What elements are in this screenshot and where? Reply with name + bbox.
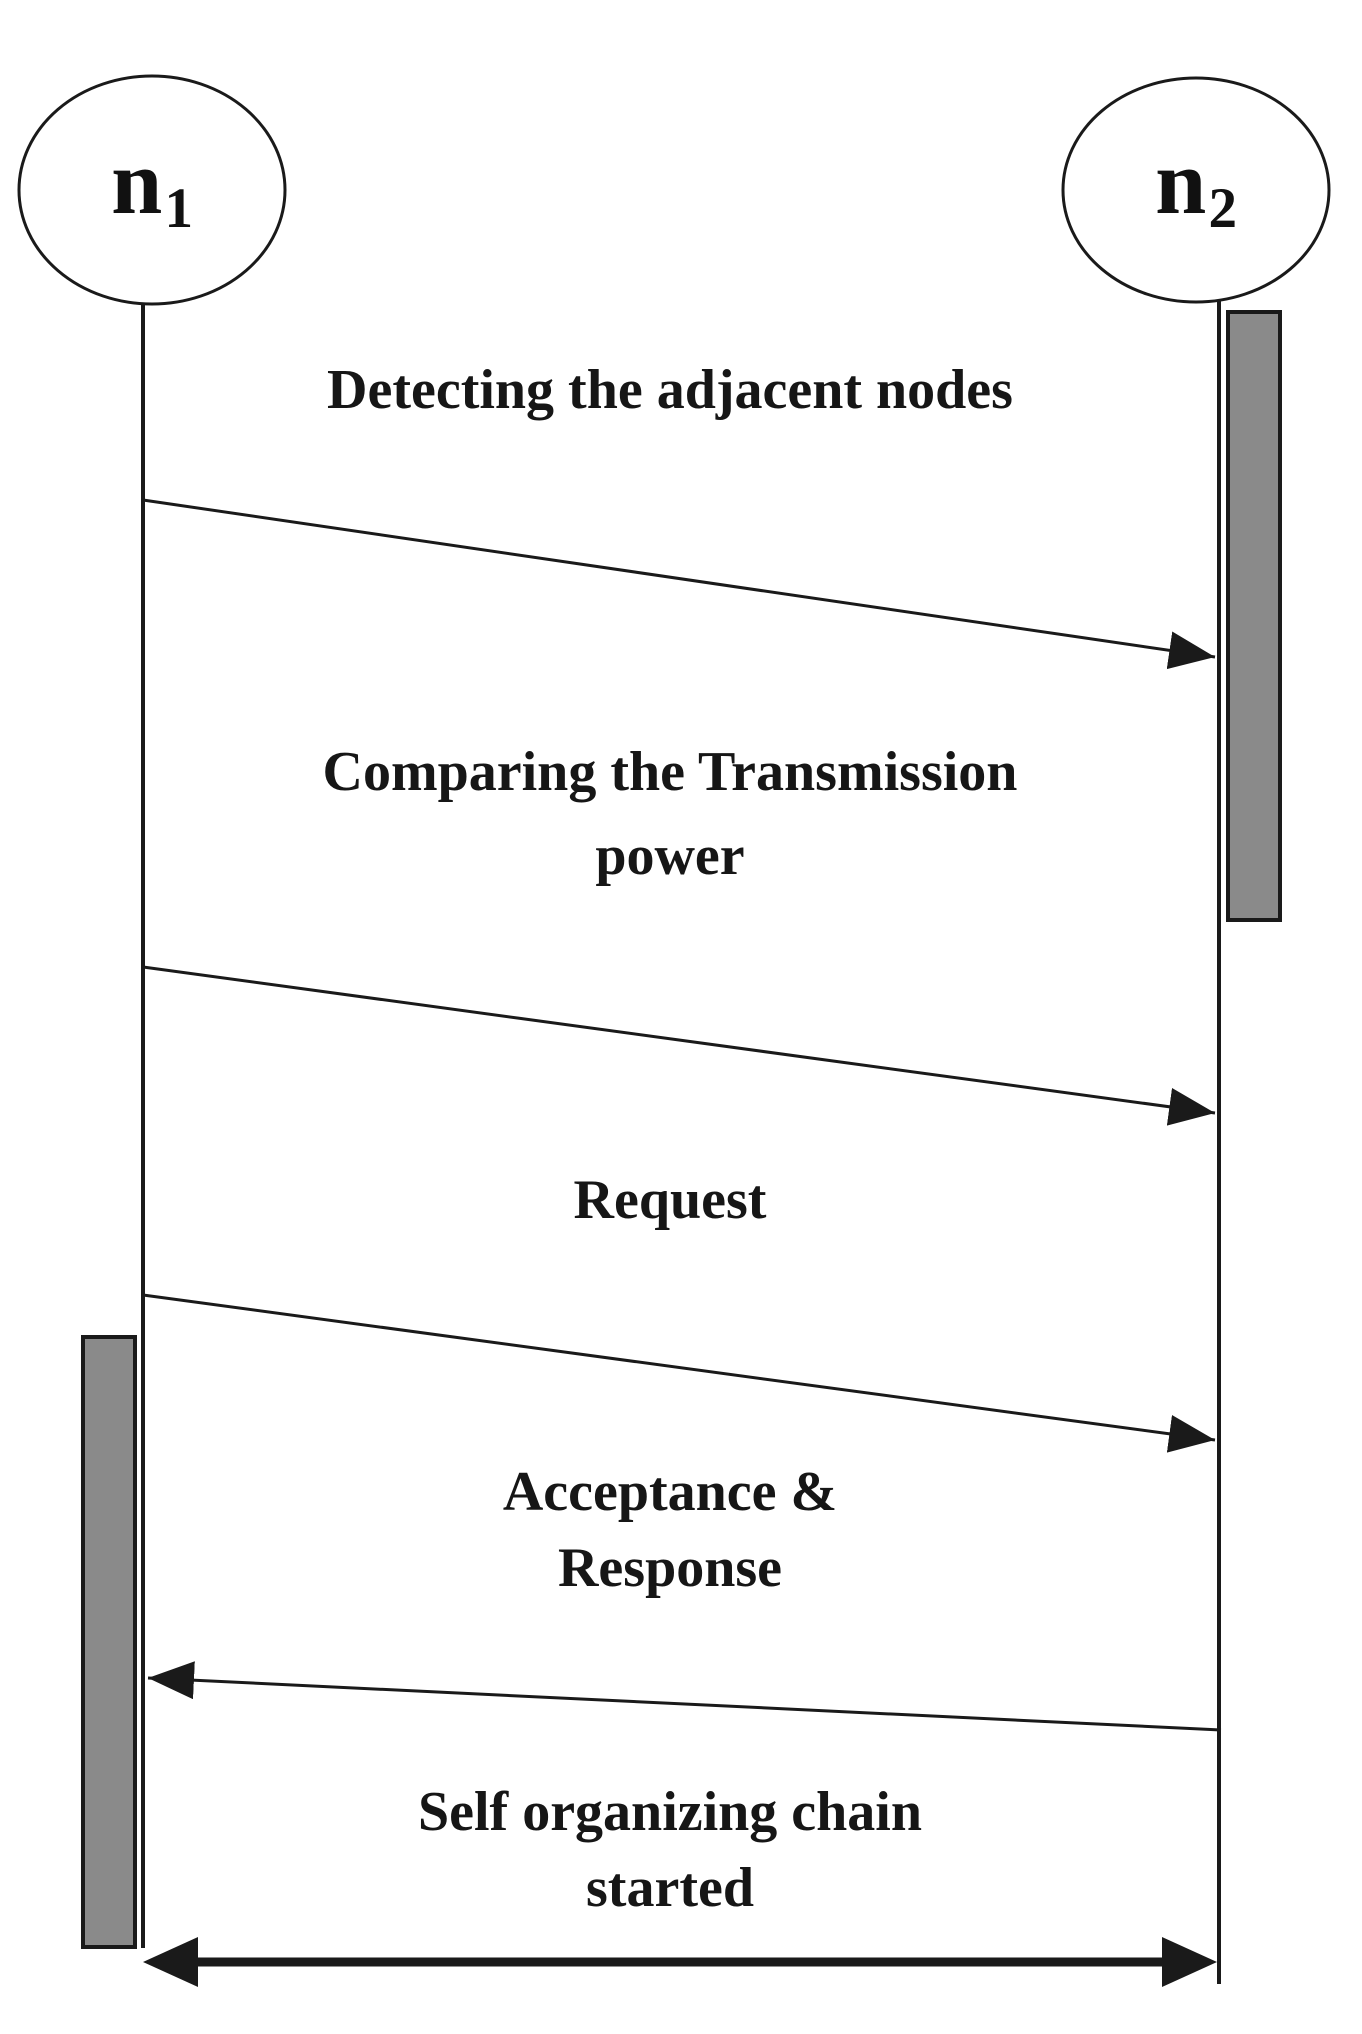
node-subscript: 2 [1208,176,1238,240]
node-base: n [1155,131,1208,233]
label-line: started [586,1856,754,1919]
activation-bar-n2 [1226,310,1282,922]
label-line: Acceptance & [502,1461,838,1523]
message-label-request: Request [150,1158,1190,1242]
message-label-self-organizing: Self organizing chain started [150,1775,1190,1926]
message-arrow-detecting-nodes [142,498,1216,670]
node-subscript: 1 [164,176,194,240]
arrowhead-left-icon [143,1937,198,1987]
message-arrow-acceptance-response [147,1661,1222,1732]
label-line: Detecting the adjacent nodes [327,359,1013,421]
message-label-comparing-power: Comparing the Transmission power [150,730,1190,898]
node-n2-ellipse [1061,76,1331,304]
arrowhead-right-icon [1162,1937,1217,1987]
message-arrow-self-organizing [143,1937,1217,1987]
message-arrow-comparing-power [142,965,1216,1126]
message-arrow-request [142,1293,1216,1453]
label-line: Comparing the Transmission [322,741,1018,803]
label-line: Self organizing chain [417,1781,923,1843]
message-label-detecting-nodes: Detecting the adjacent nodes [150,348,1190,432]
label-line: Response [557,1536,783,1599]
label-line: Request [573,1169,767,1231]
node-n1-ellipse [17,74,287,306]
node-n2-label: n2 [1076,136,1316,237]
message-label-acceptance-response: Acceptance & Response [150,1455,1190,1606]
node-base: n [111,131,164,233]
node-n1-label: n1 [32,136,272,237]
activation-bar-n1 [81,1335,137,1949]
label-line: power [595,825,745,887]
